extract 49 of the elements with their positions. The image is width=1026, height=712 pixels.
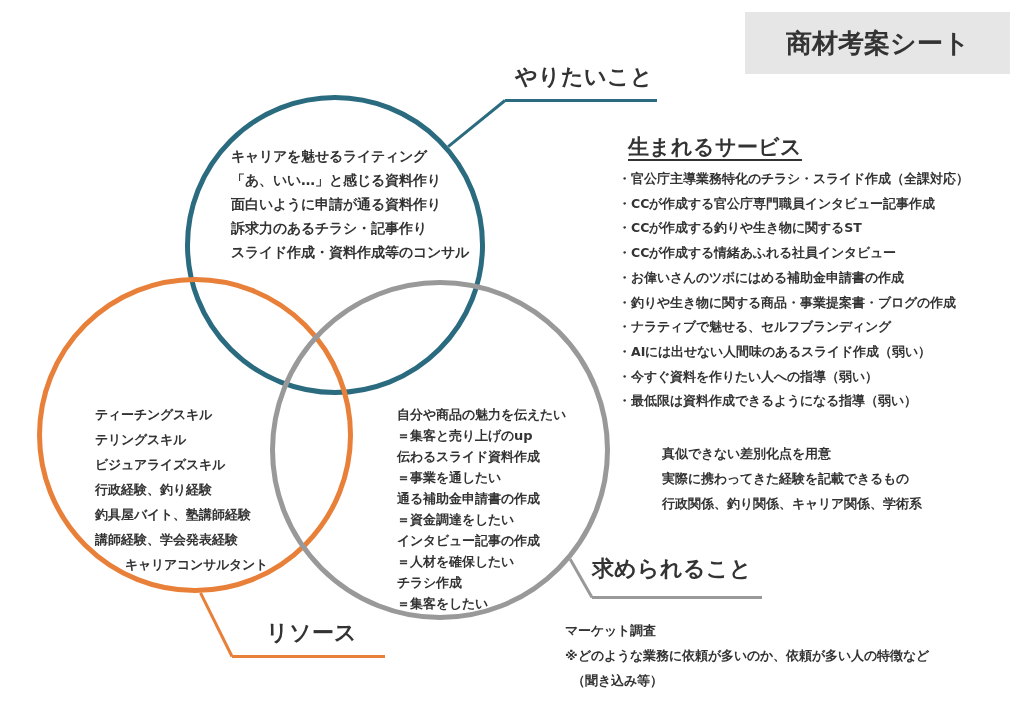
list-item: ＝人材を確保したい <box>397 553 514 571</box>
list-item: ＝事業を通したい <box>397 469 501 487</box>
note-text: ・最低限は資料作成できるようになる指導（弱い） <box>618 393 917 411</box>
note-text: ・今すぐ資料を作りたい人への指導（弱い） <box>618 368 878 386</box>
list-item: キャリアコンサルタント <box>125 556 268 574</box>
list-item: 面白いように申請が通る資料作り <box>231 196 441 214</box>
note-text: ・官公庁主導業務特化のチラシ・スライド作成（全課対応） <box>618 171 969 188</box>
list-item: ビジュアライズスキル <box>95 456 225 474</box>
list-item: 釣具屋バイト、塾講師経験 <box>95 506 251 524</box>
note-text: ・CCが作成する釣りや生き物に関するST <box>618 220 862 238</box>
venn-circle <box>37 277 353 593</box>
note-text: ・CCが作成する情緒あふれる社員インタビュー <box>618 245 897 263</box>
list-item: 「あ、いい…」と感じる資料作り <box>231 172 441 190</box>
note-text: ・AIには出せない人間味のあるスライド作成（弱い） <box>618 343 932 361</box>
leader-line <box>199 592 234 658</box>
list-item: ＝資金調達をしたい <box>397 511 514 529</box>
list-item: チラシ作成 <box>397 574 462 592</box>
note-text: （聞き込み等） <box>572 672 663 690</box>
label-text: 求められること <box>592 555 752 583</box>
note-text: ・お偉いさんのツボにはめる補助金申請書の作成 <box>618 269 904 287</box>
note-text: ※どのような業務に依頼が多いのか、依頼が多い人の特徴など <box>565 647 929 665</box>
sheet-title: 商材考案シート <box>745 12 1010 74</box>
list-item: インタビュー記事の作成 <box>397 532 540 550</box>
list-item: キャリアを魅せるライティング <box>231 148 427 166</box>
list-item: 講師経験、学会発表経験 <box>95 531 238 549</box>
label-text: やりたいこと <box>515 63 653 91</box>
list-item: スライド作成・資料作成等のコンサル <box>231 244 469 262</box>
note-text: ・釣りや生き物に関する商品・事業提案書・ブログの作成 <box>618 294 956 312</box>
venn-circle <box>185 95 485 395</box>
list-item: 行政経験、釣り経験 <box>95 481 212 499</box>
leader-line <box>447 99 506 148</box>
note-text: ・CCが作成する官公庁専門職員インタビュー記事作成 <box>618 195 936 213</box>
list-item: ＝集客と売り上げのup <box>397 427 533 445</box>
list-item: ティーチングスキル <box>95 406 212 424</box>
note-text: 真似できない差別化点を用意 <box>662 446 831 463</box>
list-item: テリングスキル <box>95 431 186 449</box>
circle-label <box>592 554 762 599</box>
note-text: 実際に携わってきた経験を記載できるもの <box>662 471 909 488</box>
note-text: 行政関係、釣り関係、キャリア関係、学術系 <box>662 496 922 513</box>
list-item: 伝わるスライド資料作成 <box>397 448 540 466</box>
list-item: ＝集客をしたい <box>397 595 488 613</box>
label-text: リソース <box>266 619 357 647</box>
leader-line <box>568 558 594 599</box>
note-text: ・ナラティブで魅せる、セルフブランディング <box>618 319 891 337</box>
list-item: 訴求力のあるチラシ・記事作り <box>231 220 427 238</box>
list-item: 通る補助金申請書の作成 <box>397 490 540 508</box>
list-item: 自分や商品の魅力を伝えたい <box>397 406 566 424</box>
note-text: マーケット調査 <box>565 622 656 640</box>
section-heading: 生まれるサービス <box>628 134 802 161</box>
